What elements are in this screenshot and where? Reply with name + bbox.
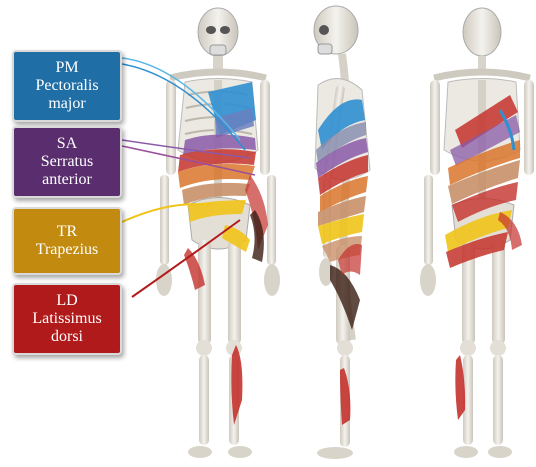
label-name-ld-line2: dorsi	[51, 328, 83, 346]
label-code-tr: TR	[57, 223, 77, 241]
label-name-sa-line2: anterior	[42, 171, 92, 189]
label-pectoralis-major: PM Pectoralis major	[12, 50, 122, 122]
label-name-pm-line1: Pectoralis	[35, 77, 98, 95]
label-code-pm: PM	[55, 59, 78, 77]
label-serratus-anterior: SA Serratus anterior	[12, 126, 122, 198]
label-latissimus-dorsi: LD Latissimus dorsi	[12, 283, 122, 355]
label-code-ld: LD	[56, 292, 77, 310]
label-name-ld-line1: Latissimus	[32, 310, 101, 328]
label-trapezius: TR Trapezius	[12, 207, 122, 275]
label-code-sa: SA	[57, 135, 77, 153]
label-name-tr-line1: Trapezius	[36, 241, 99, 259]
label-name-sa-line1: Serratus	[41, 153, 93, 171]
label-name-pm-line2: major	[48, 95, 85, 113]
